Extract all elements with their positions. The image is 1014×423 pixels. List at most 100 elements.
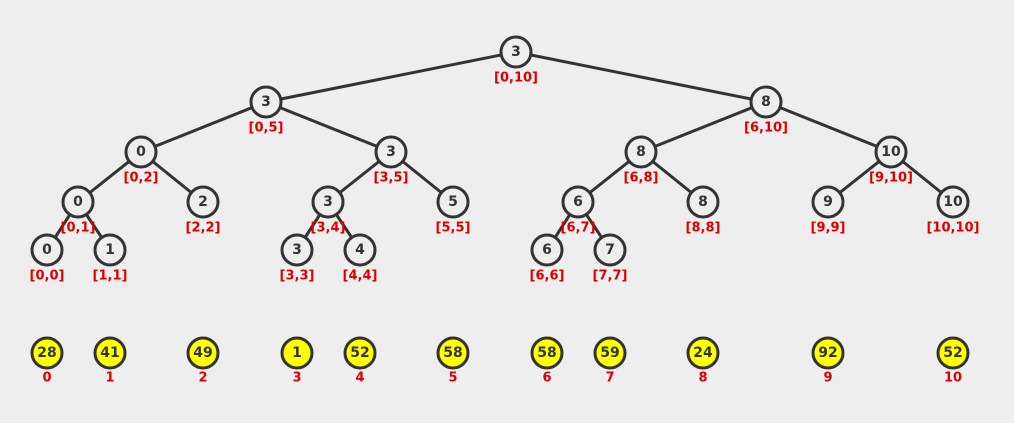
tree-node: 3 [0,10] bbox=[494, 35, 538, 86]
tree-node-value: 10 bbox=[881, 144, 901, 160]
tree-node-circle bbox=[30, 233, 64, 267]
array-cell: 280 bbox=[30, 336, 64, 386]
tree-node-value: 3 bbox=[511, 44, 521, 60]
tree-node-circle bbox=[561, 185, 595, 219]
array-cell-value: 58 bbox=[443, 345, 462, 361]
array-cell-index: 5 bbox=[448, 371, 457, 386]
tree-node-circle bbox=[936, 185, 970, 219]
tree-node: 8 [8,8] bbox=[686, 185, 721, 236]
tree-node-range: [0,10] bbox=[494, 71, 538, 86]
tree-node: 8 [6,8] bbox=[624, 135, 659, 186]
tree-node: 4 [4,4] bbox=[343, 233, 378, 284]
tree-node: 3 [3,3] bbox=[280, 233, 315, 284]
tree-node: 1[1,1] bbox=[93, 233, 128, 284]
tree-node: 0[0,1] bbox=[61, 185, 96, 236]
tree-node-value: 3 bbox=[386, 144, 396, 160]
tree-node-circle bbox=[593, 233, 627, 267]
tree-node-value: 3 bbox=[292, 242, 302, 258]
tree-node-circle bbox=[93, 233, 127, 267]
tree-node-range: [8,8] bbox=[686, 221, 721, 236]
tree-node-range: [3,3] bbox=[280, 269, 315, 284]
tree-node-circle bbox=[811, 185, 845, 219]
tree-node: 10[10,10] bbox=[926, 185, 980, 236]
tree-node-range: [0,1] bbox=[61, 221, 96, 236]
array-cell-value: 59 bbox=[600, 345, 619, 361]
array-cell-index: 4 bbox=[355, 371, 364, 386]
array-cell-circle bbox=[280, 336, 314, 370]
array-cell-value: 58 bbox=[537, 345, 556, 361]
tree-node-range: [0,0] bbox=[30, 269, 65, 284]
array-cell-circle bbox=[436, 336, 470, 370]
array-cell-circle bbox=[93, 336, 127, 370]
tree-node-value: 2 bbox=[198, 194, 208, 210]
tree-node-range: [6,7] bbox=[561, 221, 596, 236]
tree-node-range: [0,2] bbox=[124, 171, 159, 186]
tree-node-circle bbox=[624, 135, 658, 169]
tree-node: 6[6,6] bbox=[530, 233, 564, 284]
array-cell-index: 1 bbox=[105, 371, 114, 386]
array-cell-circle bbox=[30, 336, 64, 370]
tree-node: 6[6,7] bbox=[561, 185, 596, 236]
tree-node-circle bbox=[61, 185, 95, 219]
array-cell-circle bbox=[530, 336, 564, 370]
tree-node-circle bbox=[124, 135, 158, 169]
tree-node: 0 [0,0] bbox=[30, 233, 65, 284]
array-cell: 13 bbox=[280, 336, 314, 386]
tree-edge bbox=[515, 50, 767, 104]
array-cell-circle bbox=[593, 336, 627, 370]
tree-node-range: [5,5] bbox=[436, 221, 471, 236]
tree-node-circle bbox=[499, 35, 533, 69]
array-cell-value: 24 bbox=[693, 345, 713, 361]
tree-node-range: [2,2] bbox=[186, 221, 221, 236]
tree-node: 0 [0,2] bbox=[124, 135, 159, 186]
tree-node: 5[5,5] bbox=[436, 185, 471, 236]
tree-node-range: [0,5] bbox=[249, 121, 284, 136]
tree-edge bbox=[765, 100, 892, 154]
array-cell-value: 92 bbox=[818, 345, 837, 361]
tree-node-range: [6,10] bbox=[744, 121, 788, 136]
tree-node-value: 8 bbox=[698, 194, 708, 210]
tree-node-circle bbox=[280, 233, 314, 267]
tree-edge bbox=[265, 50, 517, 104]
tree-node-circle bbox=[749, 85, 783, 119]
tree-node-range: [6,8] bbox=[624, 171, 659, 186]
tree-node-value: 4 bbox=[355, 242, 365, 258]
tree-node-circle bbox=[374, 135, 408, 169]
array-cell-value: 41 bbox=[100, 345, 119, 361]
tree-node-circle bbox=[686, 185, 720, 219]
tree-node-circle bbox=[530, 233, 564, 267]
tree-edge bbox=[265, 100, 392, 154]
array-cell: 58 6 bbox=[530, 336, 564, 386]
tree-edge bbox=[140, 100, 267, 154]
tree-node-circle bbox=[436, 185, 470, 219]
array-cell-index: 6 bbox=[542, 371, 551, 386]
tree-node-circle bbox=[343, 233, 377, 267]
tree-node-value: 8 bbox=[761, 94, 771, 110]
tree-node: 3[3,5] bbox=[374, 135, 408, 186]
tree-node-value: 0 bbox=[136, 144, 146, 160]
tree-node-range: [9,10] bbox=[869, 171, 913, 186]
tree-node-range: [1,1] bbox=[93, 269, 128, 284]
tree-node-range: [4,4] bbox=[343, 269, 378, 284]
array-cell-index: 9 bbox=[823, 371, 832, 386]
tree-node-value: 8 bbox=[636, 144, 646, 160]
tree-node-value: 0 bbox=[42, 242, 52, 258]
array-cell-value: 52 bbox=[943, 345, 962, 361]
array-cell-value: 49 bbox=[193, 345, 212, 361]
array-cell-circle bbox=[343, 336, 377, 370]
tree-node-value: 3 bbox=[261, 94, 271, 110]
array-cell: 597 bbox=[593, 336, 627, 386]
array-cell-index: 3 bbox=[292, 371, 301, 386]
tree-edge bbox=[640, 100, 767, 154]
tree-node: 7[7,7] bbox=[593, 233, 627, 284]
array-cell-index: 0 bbox=[42, 371, 51, 386]
tree-node: 9[9,9] bbox=[811, 185, 845, 236]
array-cell: 248 bbox=[686, 336, 720, 386]
tree-node: 3 [0,5] bbox=[249, 85, 284, 136]
tree-node: 10 [9,10] bbox=[869, 135, 913, 186]
array-cell-value: 1 bbox=[292, 345, 302, 361]
tree-node-value: 7 bbox=[605, 242, 615, 258]
